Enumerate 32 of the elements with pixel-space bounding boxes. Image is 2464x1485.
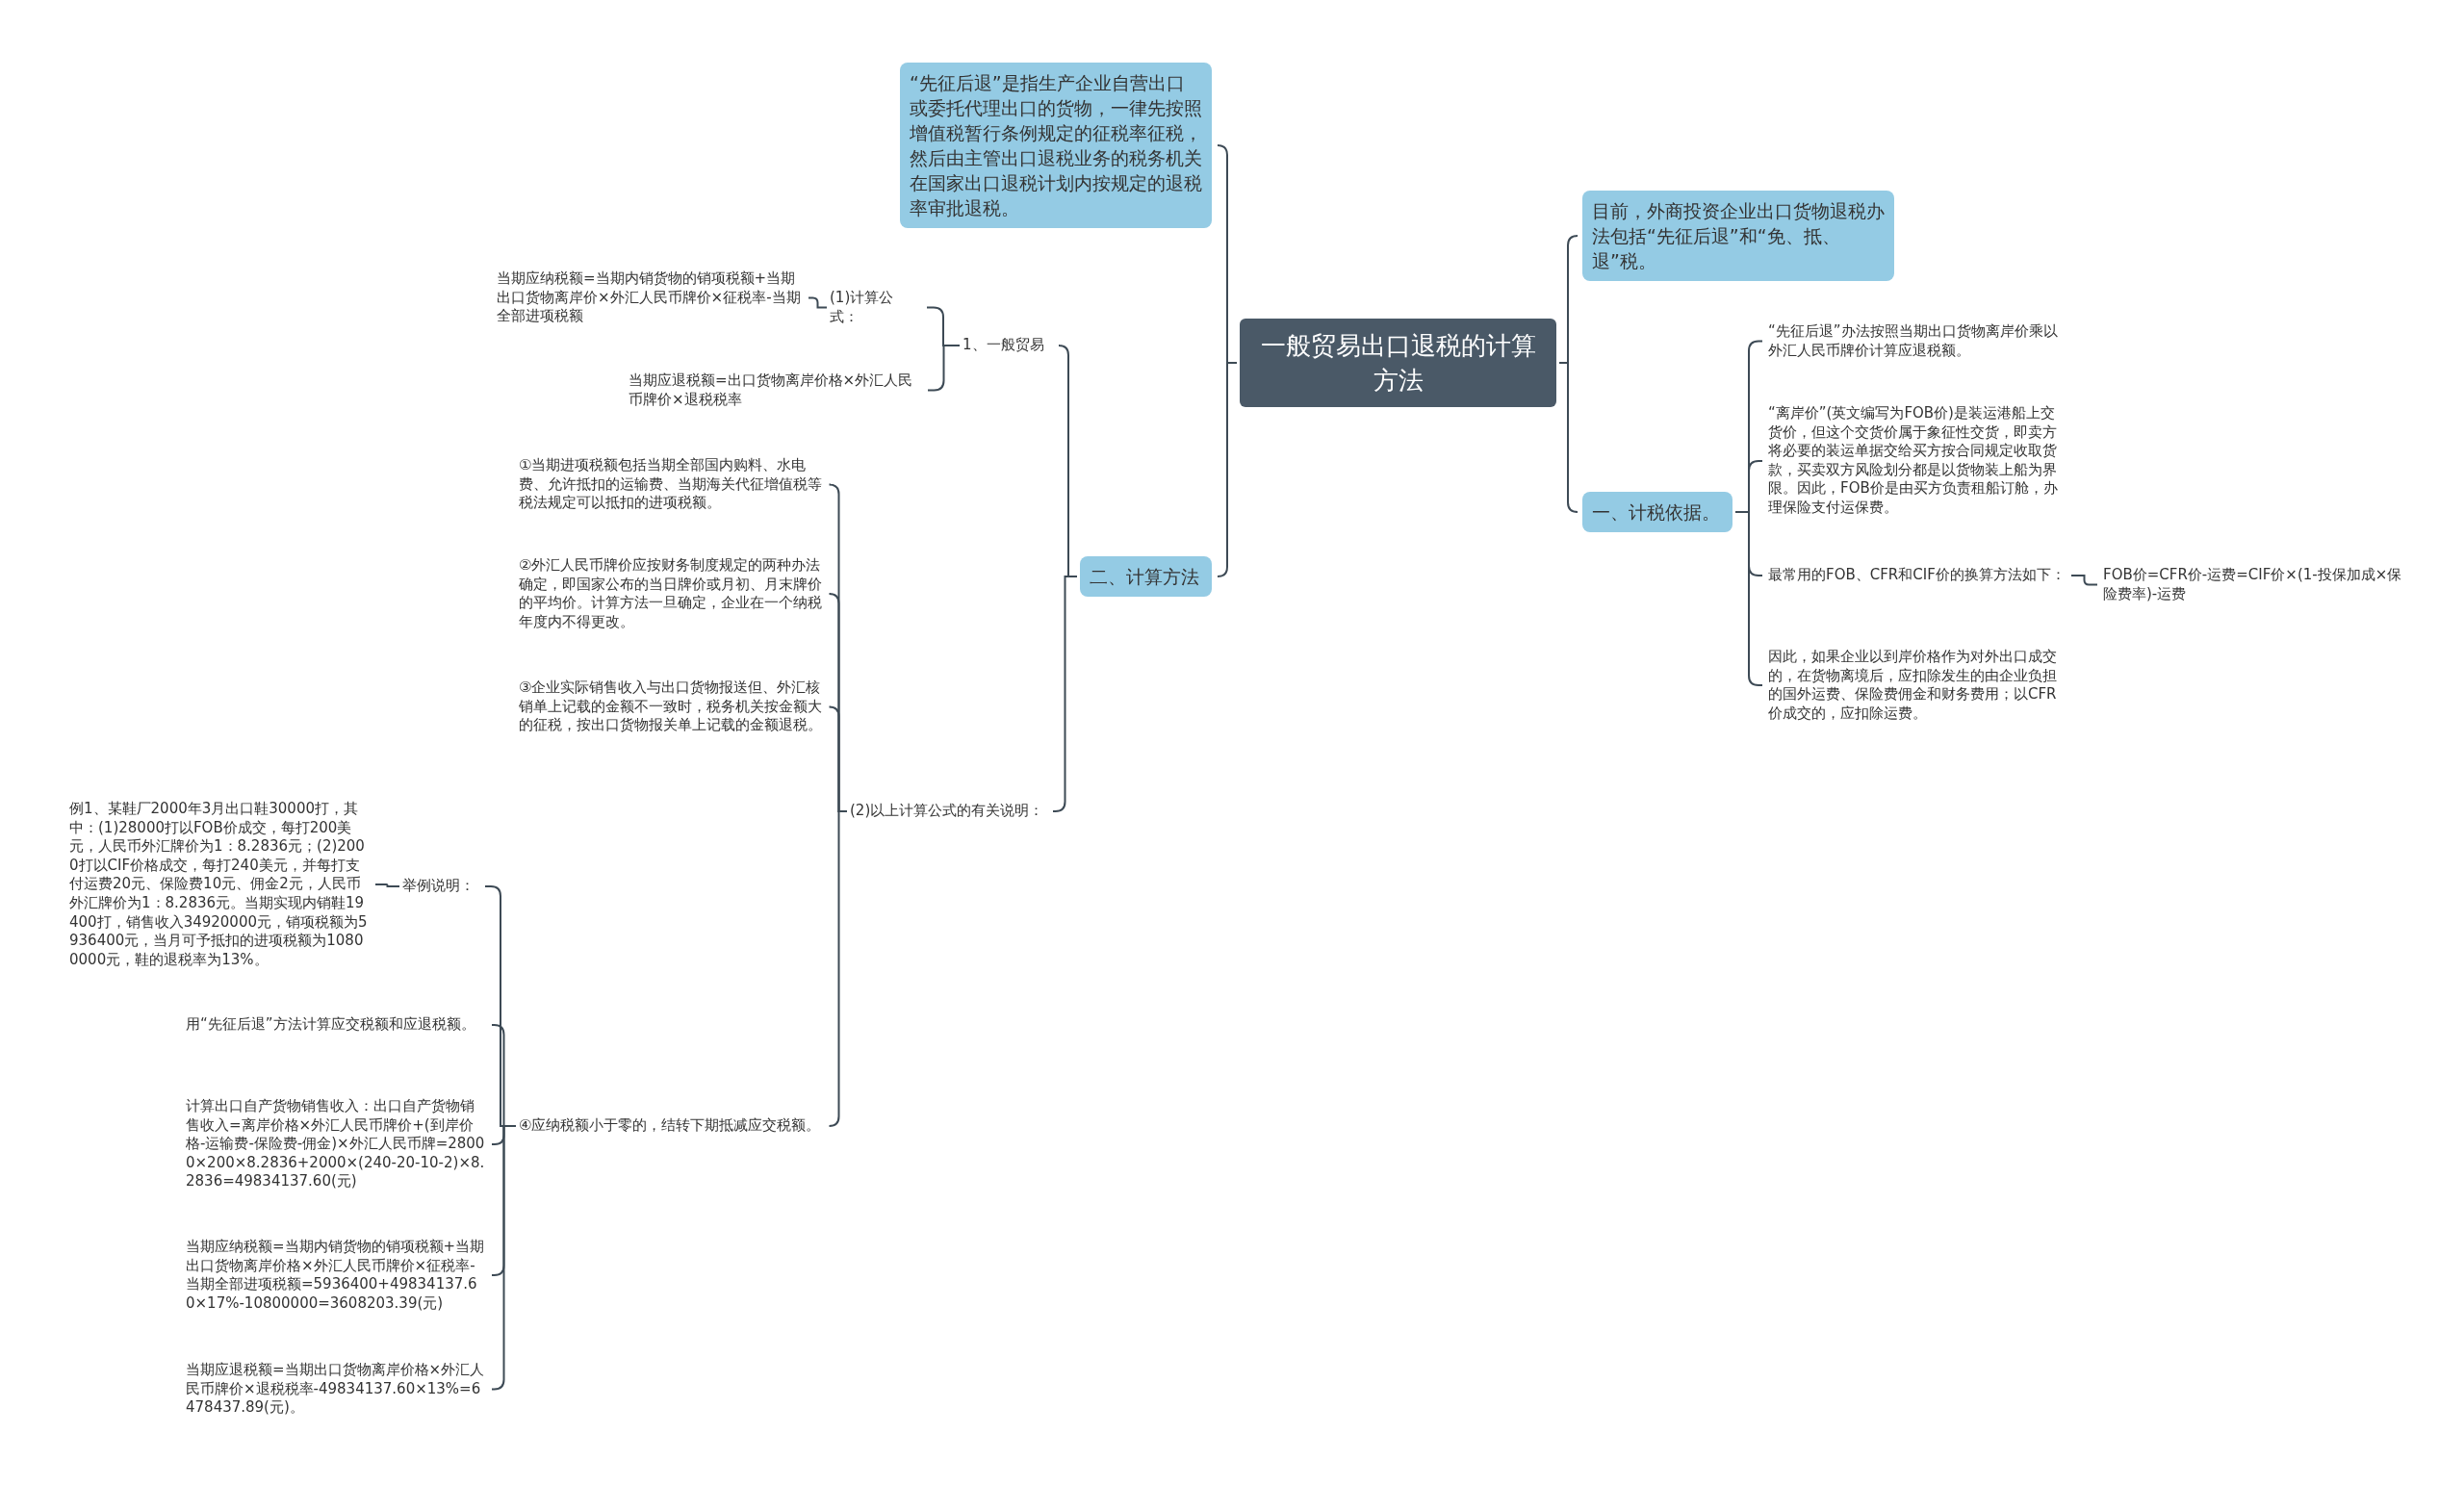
- topic-text: 因此，如果企业以到岸价格作为对外出口成交的，在货物离境后，应扣除发生的由企业负担的国外运费、保险费佣金和财务费用；以CFR价成交的，应扣除运费。: [1768, 648, 2068, 724]
- topic-text: (1)计算公式：: [830, 289, 921, 327]
- connector-line: [808, 296, 828, 309]
- topic-text: 例1、某鞋厂2000年3月出口鞋30000打，其中：(1)28000打以FOB价成交，每打200美元，人民币外汇牌价为1：8.2836元；(2)2000打以CIF价格成交，每打240美元，并每打支付运费20元、保险费10元、佣金2元，人民币外汇牌价为1：8.2836元。当期实现内销鞋19400打，销售收入34920000元，销项税额为5936400元，当月可予抵扣的进项税额为10800000元，鞋的退税率为13%。: [69, 800, 370, 970]
- connector-line: [1558, 362, 1578, 513]
- central-topic-box: 一般贸易出口退税的计算方法: [1240, 319, 1556, 407]
- topic-text: 用“先征后退”方法计算应交税额和应退税额。: [186, 1015, 486, 1035]
- connector-line: [828, 810, 848, 1127]
- topic-box: 二、计算方法: [1080, 556, 1212, 597]
- topic-text: (2)以上计算公式的有关说明：: [850, 802, 1047, 821]
- connector-line: [2070, 575, 2098, 586]
- topic-text: 最常用的FOB、CFR和CIF价的换算方法如下：: [1768, 566, 2068, 585]
- topic-text: 当期应纳税额=当期内销货物的销项税额+当期出口货物离岸价格×外汇人民币牌价×征税率-当期全部进项税额=5936400+49834137.60×17%-10800000=3608203.39(元): [186, 1238, 486, 1314]
- connector-line: [491, 1125, 517, 1391]
- topic-text: 计算出口自产货物销售收入：出口自产货物销售收入=离岸价格×外汇人民币牌价+(到岸价格-运输费-保险费-佣金)×外汇人民币牌=28000×200×8.2836+2000×(240-20-10-2)×8.2836=49834137.60(元): [186, 1097, 486, 1191]
- topic-text: ③企业实际销售收入与出口货物报送但、外汇核销单上记载的金额不一致时，税务机关按金额大的征税，按出口货物报关单上记载的金额退税。: [519, 678, 825, 735]
- topic-text: 举例说明：: [402, 877, 479, 896]
- topic-text: 当期应退税额=当期出口货物离岸价格×外汇人民币牌价×退税税率-49834137.60×13%=6478437.89(元)。: [186, 1361, 486, 1418]
- topic-text: ④应纳税额小于零的，结转下期抵减应交税额。: [519, 1116, 825, 1136]
- topic-text: “先征后退”办法按照当期出口货物离岸价乘以外汇人民币牌价计算应退税额。: [1768, 322, 2068, 361]
- connector-line: [1217, 362, 1238, 577]
- topic-text: ①当期进项税额包括当期全部国内购料、水电费、允许抵扣的运输费、当期海关代征增值税等税法规定可以抵扣的进项税额。: [519, 456, 825, 513]
- connector-line: [374, 883, 400, 887]
- topic-box: “先征后退”是指生产企业自营出口或委托代理出口的货物，一律先按照增值税暂行条例规定的征税率征税，然后由主管出口退税业务的税务机关在国家出口退税计划内按规定的退税率审批退税。: [900, 63, 1212, 228]
- topic-text: 当期应纳税额=当期内销货物的销项税额+当期出口货物离岸价×外汇人民币牌价×征税率-当期全部进项税额: [497, 269, 803, 326]
- topic-text: 1、一般贸易: [962, 336, 1054, 355]
- topic-box: 一、计税依据。: [1582, 492, 1732, 532]
- topic-text: “离岸价”(英文编写为FOB价)是装运港船上交货价，但这个交货价属于象征性交货，即卖方将必要的装运单据交给买方按合同规定收取货款，买卖双方风险划分都是以货物装上船为界限。因此，FOB价是由买方负责租船订舱，办理保险支付运保费。: [1768, 404, 2068, 518]
- topic-text: FOB价=CFR价-运费=CIF价×(1-投保加成×保险费率)-运费: [2103, 566, 2403, 604]
- topic-box: 目前，外商投资企业出口货物退税办法包括“先征后退”和“免、抵、退”税。: [1582, 191, 1894, 281]
- topic-text: 当期应退税额=出口货物离岸价格×外汇人民币牌价×退税税率: [629, 371, 922, 410]
- topic-text: ②外汇人民币牌价应按财务制度规定的两种办法确定，即国家公布的当日牌价或月初、月末牌价的平均价。计算方法一旦确定，企业在一个纳税年度内不得更改。: [519, 556, 825, 632]
